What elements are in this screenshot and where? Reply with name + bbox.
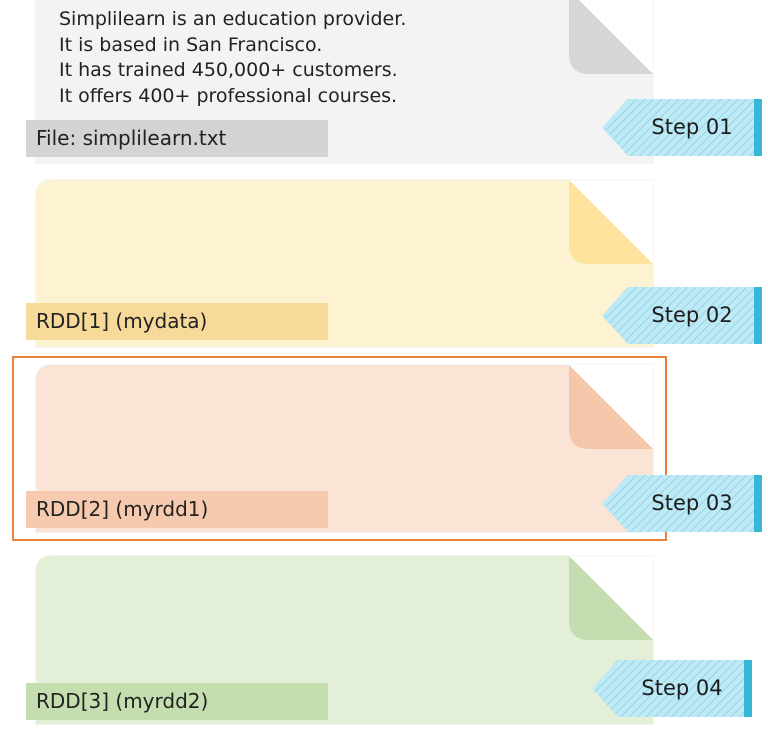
- file-label: File: simplilearn.txt: [26, 120, 328, 157]
- page-fold-icon: [569, 365, 653, 449]
- file-card: Simplilearn is an education provider. It…: [26, 0, 653, 163]
- page-fold-icon: [569, 180, 653, 264]
- highlight-box: [12, 356, 667, 541]
- step-04-tag: Step 04: [592, 660, 752, 717]
- file-line: It offers 400+ professional courses.: [59, 84, 398, 107]
- rdd2-label: RDD[2] (myrdd1): [26, 491, 328, 528]
- file-line: It is based in San Francisco.: [59, 33, 323, 56]
- step-02-tag: Step 02: [602, 287, 762, 344]
- step-03-label: Step 03: [651, 491, 733, 515]
- step-01-tag: Step 01: [602, 99, 762, 156]
- rdd2-card: RDD[2] (myrdd1): [26, 365, 653, 532]
- step-02-label: Step 02: [651, 303, 733, 327]
- rdd3-label: RDD[3] (myrdd2): [26, 683, 328, 720]
- step-03-tag: Step 03: [602, 475, 762, 532]
- file-line: Simplilearn is an education provider.: [59, 8, 407, 30]
- file-contents: Simplilearn is an education provider. It…: [59, 7, 406, 109]
- step-04-label: Step 04: [641, 676, 723, 700]
- page-fold-icon: [569, 556, 653, 640]
- page-fold-icon: [569, 0, 653, 74]
- file-line: It has trained 450,000+ customers.: [59, 59, 398, 81]
- rdd1-label: RDD[1] (mydata): [26, 303, 328, 340]
- rdd3-card: RDD[3] (myrdd2): [26, 556, 653, 724]
- rdd1-card: RDD[1] (mydata): [26, 180, 653, 347]
- step-01-label: Step 01: [651, 115, 733, 139]
